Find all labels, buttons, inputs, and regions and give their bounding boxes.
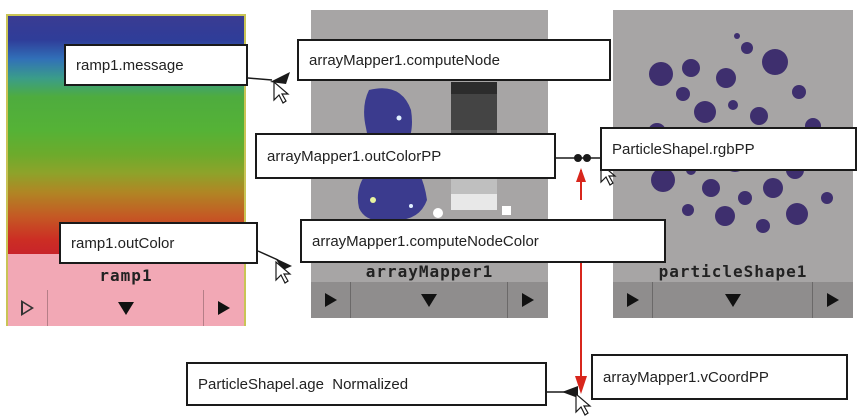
particleShape1-play-button[interactable] — [613, 282, 653, 318]
connection-arrow-icon — [270, 72, 290, 84]
ramp1-play-button[interactable] — [8, 290, 48, 326]
cursor-arrow-icon — [575, 392, 592, 416]
ramp1-label: ramp1 — [99, 266, 153, 285]
cursor-arrow-icon — [275, 260, 292, 284]
ramp1-button-bar — [8, 290, 244, 326]
arrayMapper1-button-bar — [311, 282, 548, 318]
menu-down-icon — [117, 301, 134, 315]
play-icon — [21, 300, 34, 316]
cursor-arrow-icon — [273, 80, 290, 104]
callout-particle-rgb: ParticleShapel.rgbPP — [600, 127, 857, 171]
arrayMapper1-play-button[interactable] — [311, 282, 351, 318]
callout-particle-age: ParticleShapel.age Normalized — [186, 362, 547, 406]
particleShape1-expand-button[interactable] — [813, 282, 853, 318]
particleShape1-menu-button[interactable] — [653, 282, 813, 318]
play-icon — [626, 293, 639, 307]
callout-mapper-compute-node: arrayMapper1.computeNode — [297, 39, 611, 81]
callout-mapper-v-coord: arrayMapper1.vCoordPP — [591, 354, 848, 400]
vcoord-arrow-icon — [575, 376, 587, 394]
play-icon — [827, 293, 839, 307]
arrayMapper1-expand-button[interactable] — [508, 282, 548, 318]
callout-ramp-out-color: ramp1.outColor — [59, 222, 258, 264]
ramp1-menu-button[interactable] — [48, 290, 204, 326]
rgb-arrow-icon — [576, 168, 586, 182]
arrayMapper1-menu-button[interactable] — [351, 282, 508, 318]
menu-down-icon — [421, 293, 437, 307]
particleShape1-button-bar — [613, 282, 853, 318]
arrayMapper1-label: arrayMapper1 — [365, 262, 494, 281]
play-icon — [218, 301, 230, 315]
play-icon — [522, 293, 534, 307]
connection-dot-icon — [574, 154, 582, 162]
connection-arrow-icon — [562, 386, 578, 398]
callout-mapper-out-color: arrayMapper1.outColorPP — [255, 133, 556, 179]
menu-down-icon — [724, 293, 741, 307]
play-icon — [324, 293, 337, 307]
callout-mapper-compute-node-color: arrayMapper1.computeNodeColor — [300, 219, 666, 263]
particleShape1-label: particleShape1 — [658, 262, 808, 281]
callout-ramp-message: ramp1.message — [64, 44, 248, 86]
ramp1-expand-button[interactable] — [204, 290, 244, 326]
connection-arrow-icon — [275, 258, 292, 270]
connection-dot-icon — [583, 154, 591, 162]
